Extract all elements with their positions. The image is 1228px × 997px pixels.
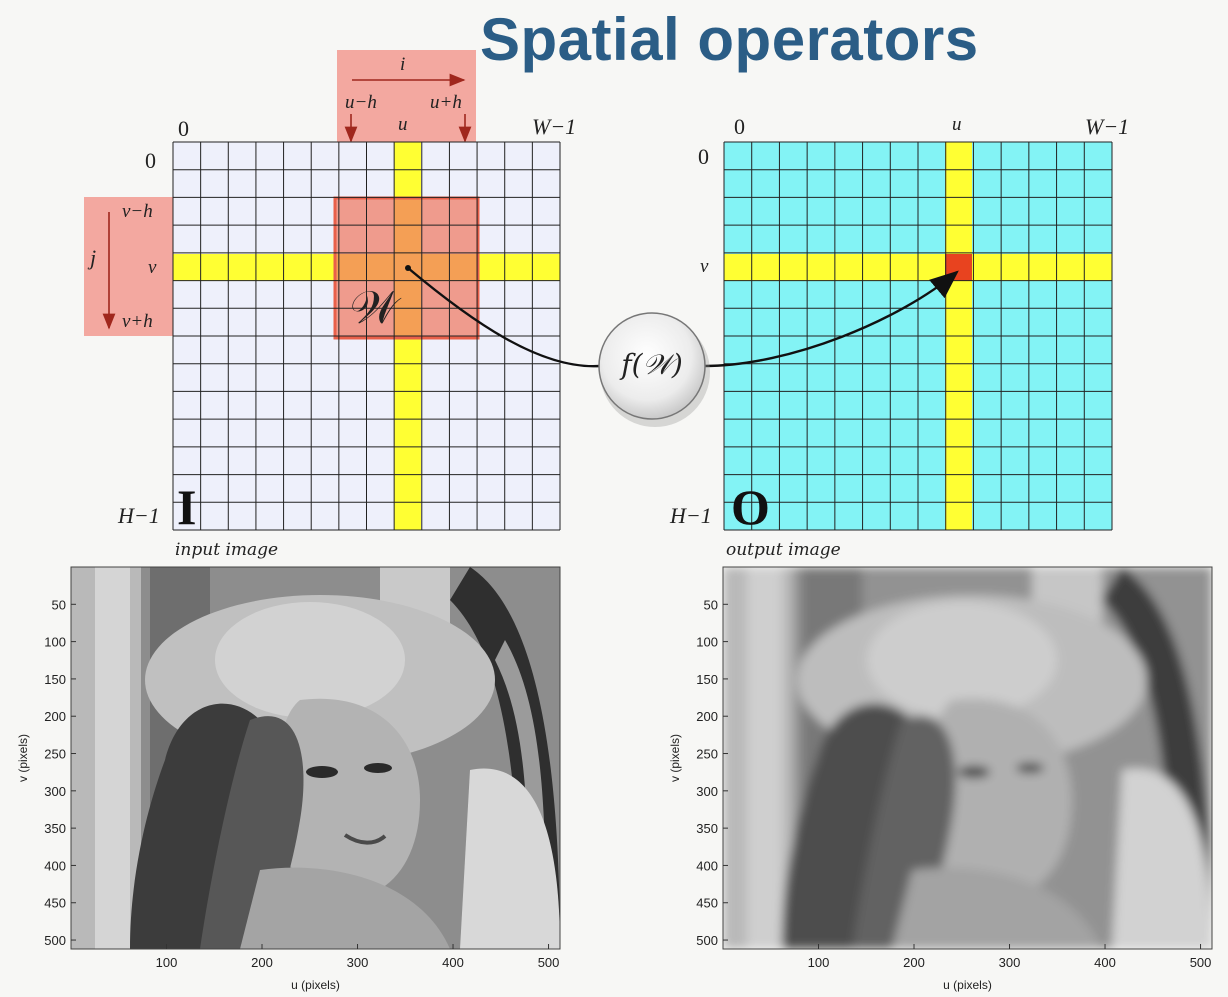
input-row-bottom-label: v+h	[122, 311, 153, 332]
row-window-annotation	[84, 197, 173, 336]
output-plot-ytick: 300	[696, 784, 718, 799]
input-plot-xlabel: u (pixels)	[291, 978, 340, 992]
output-image-grid	[723, 141, 1113, 531]
output-image-caption: output image	[726, 540, 841, 560]
output-plot-ytick: 400	[696, 858, 718, 873]
window-label: 𝒲	[350, 280, 399, 334]
input-plot-ytick: 500	[44, 933, 66, 948]
input-col-left-label: u−h	[345, 92, 377, 113]
operator-node	[598, 312, 710, 427]
input-j-label: j	[90, 245, 97, 270]
output-plot-ytick: 200	[696, 709, 718, 724]
output-row-center-label: v	[700, 256, 709, 277]
input-col-start-label: 0	[178, 116, 189, 141]
output-col-end-label: W−1	[1085, 114, 1130, 139]
input-i-label: i	[400, 54, 406, 75]
input-photo	[71, 567, 560, 949]
input-plot-ytick: 450	[44, 896, 66, 911]
input-plot-ytick: 100	[44, 635, 66, 650]
output-plot-xtick: 500	[1190, 955, 1212, 970]
column-window-annotation	[337, 50, 476, 142]
output-plot-ytick: 250	[696, 747, 718, 762]
input-plot-xtick: 400	[442, 955, 464, 970]
operator-label: f(𝒲)	[621, 348, 683, 381]
output-plot-ytick: 50	[704, 597, 718, 612]
output-plot-ytick: 100	[696, 635, 718, 650]
output-col-start-label: 0	[734, 114, 745, 139]
output-plot-ytick: 350	[696, 821, 718, 836]
input-plot-xtick: 500	[538, 955, 560, 970]
mapping-arrow	[405, 265, 959, 368]
input-plot-ytick: 200	[44, 709, 66, 724]
output-plot-ylabel: v (pixels)	[668, 734, 682, 782]
output-plot-xtick: 400	[1094, 955, 1116, 970]
input-plot-ylabel: v (pixels)	[16, 734, 30, 782]
slide-title: Spatial operators	[480, 6, 979, 73]
input-plot-xtick: 100	[156, 955, 178, 970]
input-col-center-label: u	[398, 114, 408, 135]
input-plot-xtick: 200	[251, 955, 273, 970]
input-plot-ytick: 150	[44, 672, 66, 687]
output-col-center-label: u	[952, 114, 962, 135]
output-plot-xtick: 100	[808, 955, 830, 970]
output-photo	[723, 567, 1212, 949]
input-plot-xtick: 300	[347, 955, 369, 970]
output-image-letter: O	[731, 479, 770, 535]
input-row-end-label: H−1	[118, 503, 160, 528]
output-plot-xtick: 300	[999, 955, 1021, 970]
input-col-end-label: W−1	[532, 114, 577, 139]
output-row-start-label: 0	[698, 144, 709, 169]
input-image-letter: I	[177, 479, 197, 535]
input-row-start-label: 0	[145, 148, 156, 173]
input-plot-ytick: 50	[52, 597, 66, 612]
input-image-caption: input image	[175, 540, 279, 560]
input-image-grid	[172, 141, 561, 531]
input-col-right-label: u+h	[430, 92, 462, 113]
input-plot-ytick: 300	[44, 784, 66, 799]
output-plot-ytick: 450	[696, 896, 718, 911]
output-plot-ytick: 150	[696, 672, 718, 687]
input-plot-ytick: 400	[44, 858, 66, 873]
output-row-end-label: H−1	[670, 503, 712, 528]
input-plot-ytick: 250	[44, 747, 66, 762]
input-row-center-label: v	[148, 257, 157, 278]
output-plot-xtick: 200	[903, 955, 925, 970]
input-row-top-label: v−h	[122, 201, 153, 222]
input-plot-ytick: 350	[44, 821, 66, 836]
output-plot-ytick: 500	[696, 933, 718, 948]
output-plot-xlabel: u (pixels)	[943, 978, 992, 992]
